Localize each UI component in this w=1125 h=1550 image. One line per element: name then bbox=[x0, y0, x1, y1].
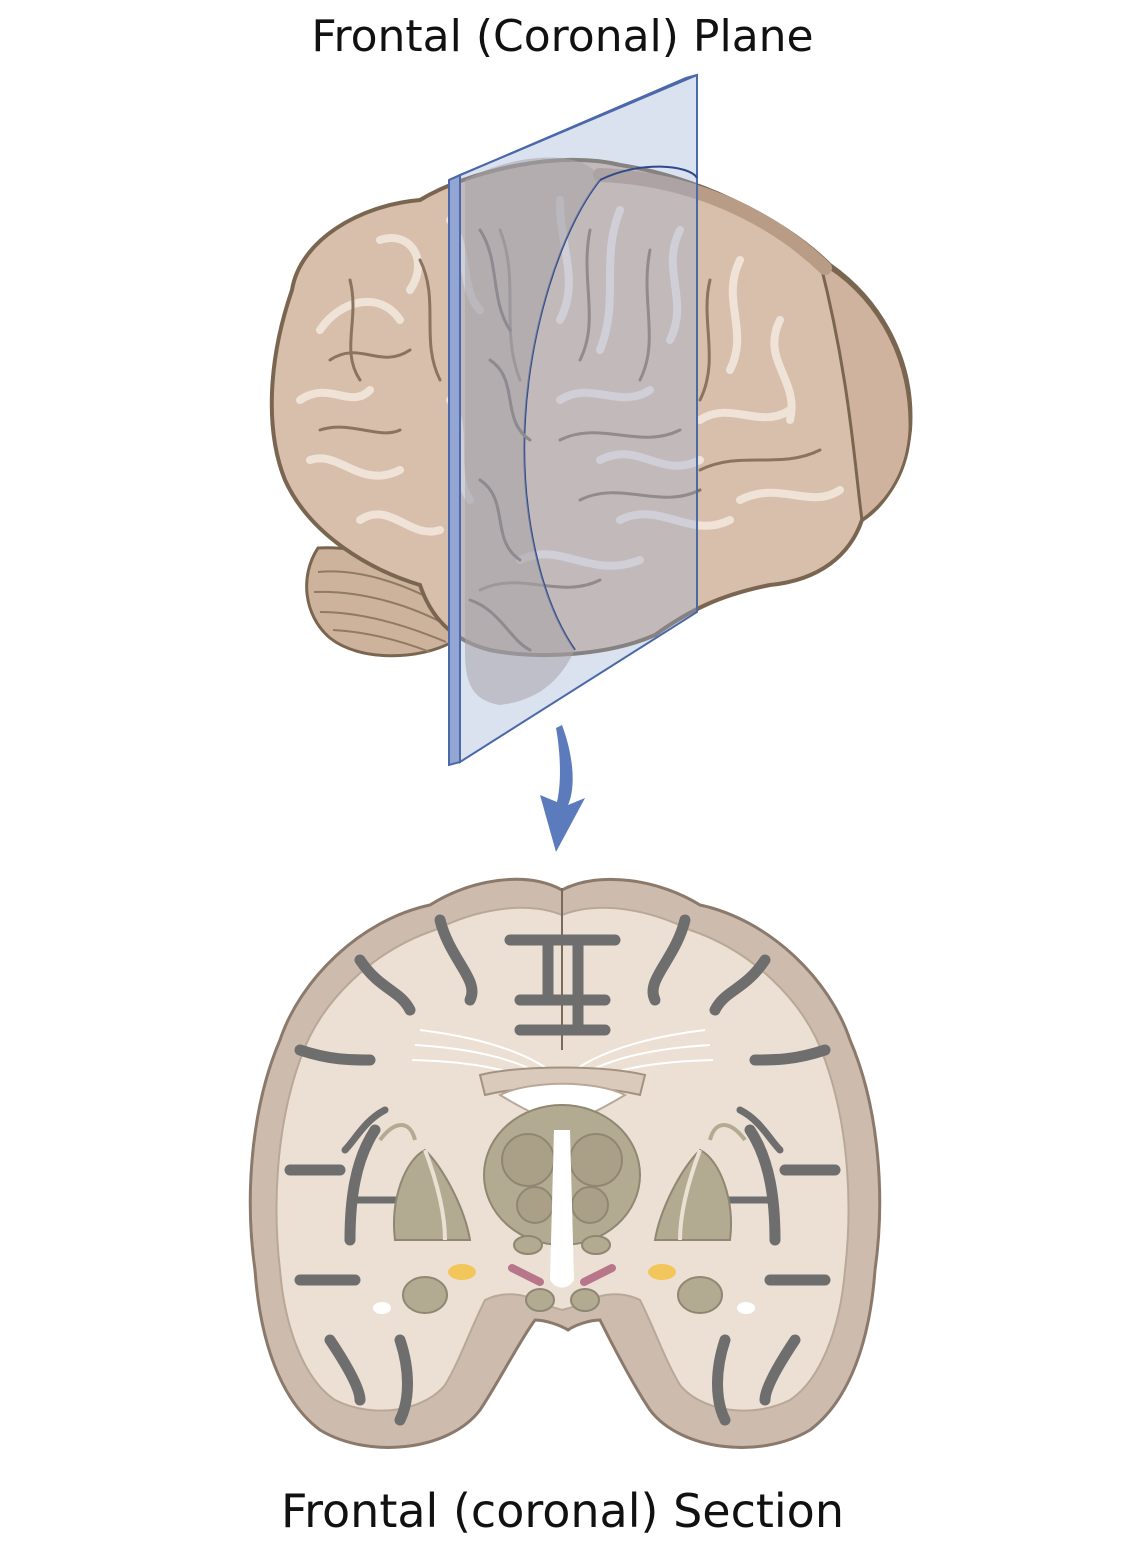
coronal-section-illustration bbox=[248, 877, 882, 1449]
lateral-brain-illustration bbox=[269, 73, 913, 767]
section-title: Frontal (coronal) Section bbox=[281, 1484, 844, 1538]
third-ventricle bbox=[550, 1130, 574, 1288]
coronal-plane bbox=[448, 73, 698, 767]
plane-title: Frontal (Coronal) Plane bbox=[311, 11, 814, 62]
down-arrow bbox=[540, 725, 585, 852]
section-sulci bbox=[284, 914, 841, 1426]
